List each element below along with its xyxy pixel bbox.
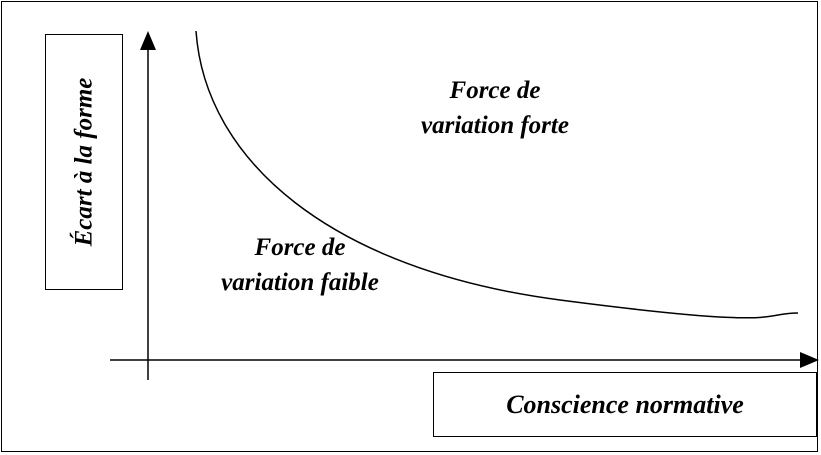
x-axis-label-box: Conscience normative: [433, 372, 817, 437]
weak-variation-line-1: Force de: [254, 234, 346, 261]
strong-variation-line-2: variation forte: [421, 112, 569, 139]
x-axis-label: Conscience normative: [506, 389, 744, 419]
strong-variation-line-1: Force de: [449, 77, 541, 104]
y-axis-label-box: Écart à la forme: [45, 34, 123, 290]
weak-variation-line-2: variation faible: [221, 269, 379, 296]
weak-variation-label: Force de variation faible: [185, 230, 415, 300]
x-axis-arrowhead: [800, 352, 819, 368]
strong-variation-label: Force de variation forte: [380, 73, 610, 143]
y-axis-arrowhead: [140, 31, 156, 50]
variation-curve: [195, 30, 799, 319]
y-axis-label: Écart à la forme: [70, 77, 97, 247]
